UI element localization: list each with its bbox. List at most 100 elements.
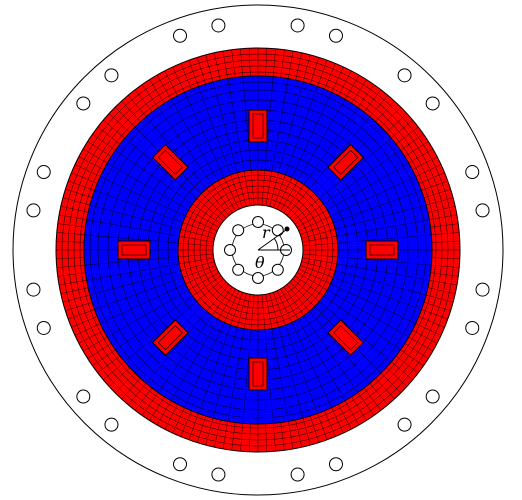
outer-ring-mesh-line [164,70,178,96]
outer-ring-mesh-line [400,349,424,367]
inner-bolt-hole [232,263,245,276]
blue-mesh-line [89,270,181,296]
blue-mesh-line [336,263,430,281]
pocket-rect [327,319,365,357]
outer-ring-mesh-line [431,257,460,260]
blue-mesh-line [291,322,332,408]
theta-label: θ [255,253,265,272]
outer-ring-mesh-line [324,410,336,437]
blue-mesh-line [319,138,392,199]
outer-ring-mesh-line [78,156,104,170]
polar-coordinate-annotation: r θ [255,223,290,272]
outer-ring-mesh-line [156,400,172,426]
outer-ring-mesh-line [156,74,172,100]
blue-mesh-line [333,277,422,310]
outer-ring-mesh-line [427,206,456,213]
theta-arc [273,237,279,251]
blue-mesh-line [278,81,304,173]
outer-ring-mesh-line [108,367,130,387]
outer-ring-mesh-line [324,63,336,90]
blue-mesh-line [94,277,183,310]
outer-ring-mesh-line [380,372,401,393]
outer-ring-mesh-line [172,407,185,434]
outer-ring-mesh-line [310,415,319,443]
inner-bolt-hole [271,224,284,237]
outer-ring-mesh-line [103,361,125,380]
outer-ring-mesh-line [302,418,311,446]
outer-ring-mesh-line [288,421,294,449]
blue-mesh-line [115,150,193,205]
outer-ring-mesh-line [431,264,460,268]
outer-bolt-hole [465,165,480,180]
hub-mesh-line [188,209,220,228]
outer-ring-mesh-line [134,387,153,411]
blue-mesh-line [271,78,289,172]
outer-ring-mesh-line [331,66,344,93]
outer-ring-mesh-line [408,336,434,352]
radial-pocket [327,143,365,181]
blue-mesh-line [212,327,238,419]
hub-mesh-line [217,288,236,320]
r-label: r [262,223,271,242]
outer-ring-mesh-line [103,120,125,139]
outer-ring-mesh-line [317,413,328,440]
outer-ring-mesh-line [375,378,395,400]
outer-ring-mesh-line [363,89,382,113]
outer-ring-mesh-line [97,126,121,145]
outer-ring-mesh-line [240,423,244,452]
hub-mesh-line [280,180,299,212]
radial-pockets [117,109,399,391]
outer-ring-mesh-line [197,415,206,443]
hub-mesh-line [289,193,315,219]
outer-ring-mesh-line [431,240,460,243]
hub-mesh-line [180,261,215,271]
outer-bolt-hole [290,18,305,33]
blue-mesh-line [330,176,416,217]
outer-ring-mesh-line [265,423,268,452]
hub-mesh-line [289,281,315,307]
blue-mesh-line [170,99,219,181]
hub-mesh-line [192,203,222,225]
outer-ring-mesh-line [265,48,268,77]
inner-bolt-holes [224,216,292,284]
pocket-rect [248,357,268,391]
hub-mesh-line [286,284,310,312]
outer-ring-mesh-line [141,84,159,108]
outer-ring-mesh-line [197,57,206,85]
outer-ring-mesh-line [108,113,130,133]
blue-mesh-line [323,295,401,350]
blue-mesh-line [336,219,430,237]
outer-ring-mesh-line [430,272,459,277]
outer-ring-mesh-line [214,419,221,448]
hub-mesh-line [292,278,320,302]
outer-ring-mesh-line [56,264,85,268]
outer-ring-mesh-line [78,330,104,344]
outer-bolt-hole [397,417,412,432]
hub-mesh-line [294,203,324,225]
hub-mesh-line [265,294,273,329]
blue-mesh-line [297,319,346,401]
outer-ring-mesh-line [302,54,311,82]
outer-ring-mesh-line [115,107,136,128]
hub-mesh-line [301,229,336,239]
outer-ring-mesh-line [248,423,251,452]
hub-mesh-line [211,286,233,316]
outer-ring-mesh-line [92,349,116,367]
outer-bolt-holes [26,18,490,482]
outer-bolt-hole [475,203,490,218]
outer-ring-mesh-line [415,323,442,336]
blue-mesh-line [212,81,238,173]
outer-bolt-hole [26,282,41,297]
outer-bolt-hole [465,320,480,335]
hub-mesh-line [273,174,286,208]
outer-ring-mesh-line [56,257,85,260]
blue-mesh-line [323,150,401,205]
radial-pocket [327,319,365,357]
blue-mesh-line [303,107,358,185]
outer-ring-mesh-line [87,343,112,359]
hub-mesh-line [201,281,227,307]
blue-mesh-line [227,78,245,172]
outer-ring-mesh-line [74,323,101,336]
outer-ring-mesh-line [357,392,375,416]
hub-mesh-line [276,177,292,210]
